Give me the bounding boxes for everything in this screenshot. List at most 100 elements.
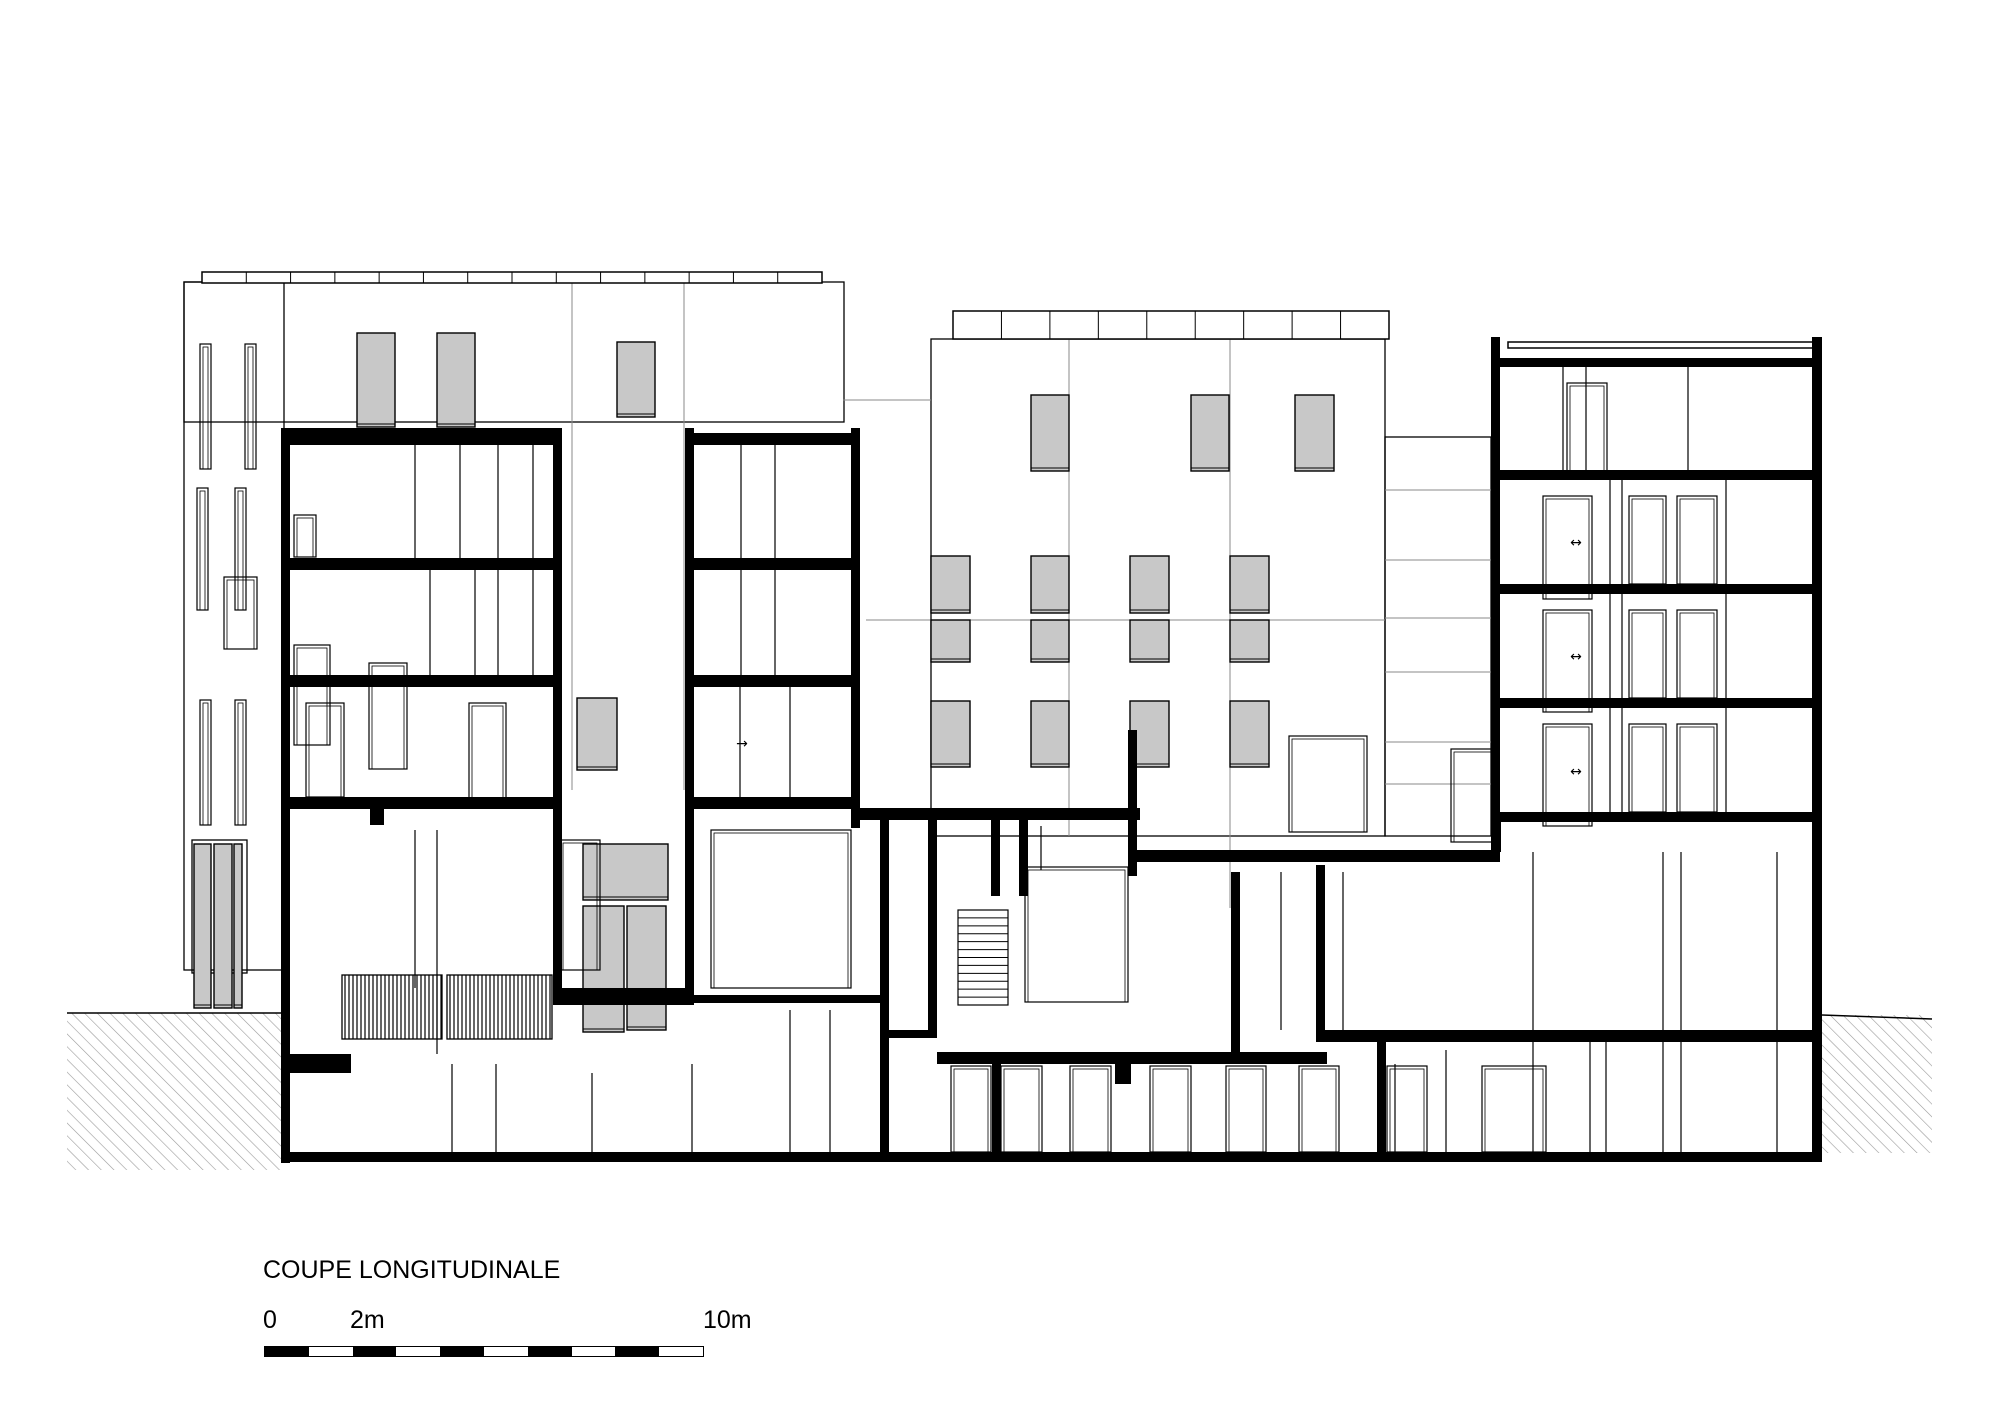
swing-arrow-icon: ↔	[1570, 764, 1582, 780]
scale-label-10m: 10m	[703, 1306, 752, 1334]
door-swing-arrows: ↔↔↔→	[736, 535, 1582, 780]
cut-element	[851, 428, 860, 828]
scale-bar-segment	[308, 1347, 353, 1356]
cut-element	[1491, 822, 1501, 852]
cut-element	[928, 820, 937, 1034]
door-leaf	[1631, 498, 1664, 585]
window-glass	[616, 341, 656, 418]
cut-element	[1491, 470, 1821, 480]
door-leaf	[199, 490, 206, 611]
window-glass	[582, 843, 669, 901]
facade-outline	[183, 281, 845, 423]
window-glass	[1030, 619, 1070, 663]
cut-element	[992, 1064, 1001, 1152]
door-leaf	[713, 832, 849, 989]
window-glass	[582, 905, 625, 1033]
scale-label-2m: 2m	[350, 1306, 385, 1334]
window-glass	[1229, 700, 1270, 768]
cut-element	[1115, 1064, 1131, 1084]
window-glass	[930, 700, 971, 768]
window-glass	[1190, 394, 1230, 472]
window-glass	[193, 843, 212, 1009]
door-leaf	[1072, 1068, 1109, 1153]
scale-bar-segment	[483, 1347, 528, 1356]
door-leaf	[1453, 751, 1494, 843]
parapet	[1507, 341, 1817, 349]
door-leaf	[1301, 1068, 1337, 1153]
glazed-windows	[193, 332, 1335, 1033]
door-frame	[1628, 609, 1667, 699]
cut-element	[685, 433, 860, 445]
door-frame	[1149, 1065, 1192, 1153]
door-frame	[305, 702, 345, 798]
door-frame	[293, 644, 331, 746]
cut-element	[1500, 842, 1501, 843]
cut-element	[991, 820, 1000, 896]
door-frame	[1542, 609, 1593, 713]
cut-element	[1316, 1030, 1822, 1042]
door-frame	[1000, 1065, 1043, 1153]
cut-element	[685, 428, 694, 1005]
door-leaf	[1679, 726, 1715, 813]
door-frame	[1676, 723, 1718, 813]
door-frame	[1566, 382, 1608, 472]
door-leaf	[1545, 498, 1590, 600]
door-leaf	[371, 665, 405, 770]
door-frame	[1024, 866, 1129, 1003]
cut-element	[1128, 730, 1137, 876]
door-leaf	[1679, 498, 1715, 585]
cut-element	[281, 428, 290, 1163]
door-frame	[1225, 1065, 1267, 1153]
cut-element	[691, 995, 881, 1003]
door-frame	[223, 576, 258, 650]
door-frame	[1676, 495, 1718, 585]
window-glass	[576, 697, 618, 771]
door-leaf	[296, 517, 314, 558]
cut-element	[281, 797, 561, 809]
door-frame	[199, 699, 212, 826]
railing-frame	[341, 974, 443, 1040]
door-leaf	[296, 647, 328, 746]
swing-arrow-icon: ↔	[1570, 535, 1582, 551]
window-glass	[1030, 700, 1070, 768]
interior-partitions	[414, 367, 1778, 1152]
door-frame	[950, 1065, 992, 1153]
window-glass	[356, 332, 396, 428]
scale-bar	[264, 1346, 704, 1357]
door-frame	[468, 702, 507, 809]
door-frame	[244, 343, 257, 470]
cut-element	[685, 675, 860, 687]
roof-parapets	[201, 271, 1817, 349]
door-leaf	[471, 705, 504, 809]
window-glass	[930, 619, 971, 663]
window-glass	[1294, 394, 1335, 472]
scale-bar-segment	[527, 1347, 572, 1356]
staircase	[957, 909, 1009, 1006]
cut-element	[281, 1054, 351, 1073]
door-frame	[1676, 609, 1718, 699]
facade-outline	[1384, 436, 1492, 837]
scale-bar-segment	[396, 1347, 441, 1356]
cut-element	[281, 558, 561, 570]
door-leaf	[1631, 726, 1664, 813]
door-frame	[1069, 1065, 1112, 1153]
door-leaf	[237, 490, 244, 611]
cut-element	[1377, 1042, 1386, 1152]
earth-hatch	[1822, 1015, 1932, 1153]
ground-hatch	[67, 1013, 1932, 1170]
scale-bar-segment	[659, 1347, 703, 1356]
cut-element	[1812, 337, 1822, 1162]
cut-element	[1491, 337, 1500, 852]
door-frame	[710, 829, 852, 989]
cut-element	[553, 428, 562, 1005]
door-leaf	[1003, 1068, 1040, 1153]
door-leaf	[308, 705, 342, 798]
window-glass	[213, 843, 233, 1009]
door-leaf	[202, 702, 209, 826]
scale-bar-segment	[615, 1347, 660, 1356]
ground-line-right	[1821, 1014, 1933, 1020]
door-leaf	[1545, 726, 1590, 827]
window-glass	[1129, 555, 1170, 614]
cut-element	[937, 1052, 1327, 1064]
